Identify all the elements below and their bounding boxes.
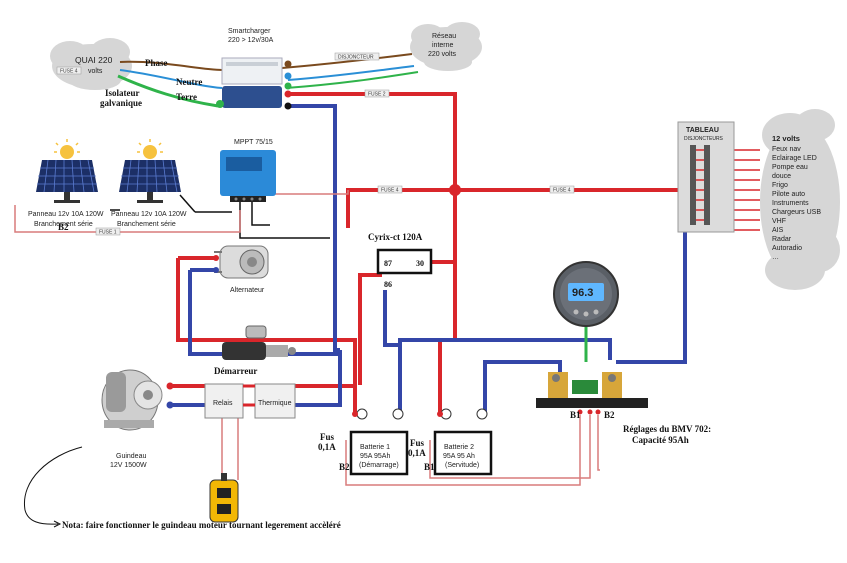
bmv-display: 96.3 — [572, 287, 593, 299]
fuse-quai-label: FUSE 4 — [60, 69, 78, 75]
solar-panel-1 — [36, 139, 98, 203]
cyrix-30-label: 30 — [416, 259, 424, 268]
relais-box — [204, 383, 244, 419]
nota-text: Nota: faire fonctionner le guindeau mote… — [62, 520, 341, 530]
ac-wires — [117, 53, 419, 108]
tableau-label: TABLEAU — [686, 127, 719, 134]
tableau-panel — [677, 121, 735, 233]
bat2-label-1: Batterie 2 — [444, 444, 474, 451]
alternateur — [213, 245, 269, 279]
relais-label: Relais — [213, 400, 233, 407]
guindeau-label-1: Guindeau — [116, 453, 146, 460]
battery-1 — [349, 408, 409, 476]
bmv-settings-label-2: Capacité 95Ah — [632, 435, 689, 445]
guindeau-label-2: 12V 1500W — [110, 462, 147, 469]
alternateur-label: Alternateur — [230, 287, 265, 294]
quai-volts-label: volts — [88, 68, 103, 75]
circuit-item: Radar — [772, 236, 792, 243]
main-junction — [449, 184, 461, 196]
quai-label: QUAI 220 — [75, 55, 113, 65]
tableau-sublabel: DISJONCTEURS — [684, 136, 724, 142]
shunt-b2-label: B2 — [604, 410, 615, 420]
fus-mid-label-2: 0,1A — [408, 448, 426, 458]
thin-wires — [14, 149, 760, 486]
circuit-item: Pilote auto — [772, 191, 805, 198]
circuit-item: Pompe eau — [772, 164, 808, 171]
panel2-label-1: Panneau 12v 10A 120W — [111, 211, 187, 218]
circuits-list: Feux nav Eclairage LED Pompe eau douce F… — [772, 146, 821, 261]
thermique-label: Thermique — [258, 400, 292, 407]
bmv-monitor — [553, 261, 619, 327]
fus-left-label-1: Fus — [320, 432, 335, 442]
panel2-label-2: Branchement série — [117, 221, 176, 228]
bat1-b2-label: B2 — [339, 462, 350, 472]
solar-panel-2 — [119, 139, 181, 203]
isolateur-label-2: galvanique — [100, 98, 142, 108]
mppt-controller — [220, 150, 276, 202]
mppt-label: MPPT 75/15 — [234, 139, 273, 146]
battery-2 — [433, 408, 493, 476]
cyrix-87-label: 87 — [384, 259, 392, 268]
bmv-settings-label-1: Réglages du BMV 702: — [623, 424, 711, 434]
cyrix-label: Cyrix-ct 120A — [368, 232, 423, 242]
panel1-label-2: Branchement série — [34, 221, 93, 228]
panel1-label-1: Panneau 12v 10A 120W — [28, 211, 104, 218]
reseau-cloud — [410, 22, 482, 71]
quai-cloud — [50, 38, 132, 90]
circuit-item: AIS — [772, 227, 784, 234]
circuit-item: Frigo — [772, 182, 788, 189]
bat2-label-2: 95A 95 Ah — [443, 453, 475, 460]
reseau-label-2: interne — [432, 42, 454, 49]
circuit-item: Chargeurs USB — [772, 209, 821, 216]
negative-wires — [173, 104, 687, 415]
demarreur — [222, 325, 296, 360]
disjoncteur-label: DISJONCTEUR — [338, 55, 374, 61]
circuit-item: … — [772, 254, 779, 261]
circuit-item: VHF — [772, 218, 786, 225]
circuits-title: 12 volts — [772, 134, 800, 143]
cyrix-86-label: 86 — [384, 280, 392, 289]
demarreur-label: Démarreur — [214, 366, 257, 376]
isolateur-label-1: Isolateur — [105, 88, 140, 98]
circuit-item: Instruments — [772, 200, 809, 207]
reseau-label-3: 220 volts — [428, 51, 457, 58]
circuits-cloud — [760, 109, 840, 290]
smartcharger-label-1: Smartcharger — [228, 28, 271, 35]
phase-label: Phase — [145, 58, 168, 68]
bat2-b1-label: B1 — [424, 462, 435, 472]
panel-b2-label: B2 — [58, 222, 69, 232]
cyrix-relay — [376, 248, 433, 275]
smartcharger — [216, 57, 292, 110]
shunt-b1-label: B1 — [570, 410, 581, 420]
bat1-label-2: 95A 95Ah — [360, 453, 390, 460]
bat1-label-3: (Démarrage) — [359, 462, 399, 469]
thermique-box — [254, 383, 296, 419]
bat2-label-3: (Servitude) — [445, 462, 479, 469]
bat1-label-1: Batterie 1 — [360, 444, 390, 451]
nota-arrow — [23, 446, 83, 525]
smartcharger-label-2: 220 > 12v/30A — [228, 37, 274, 44]
fuse-4b-label: FUSE 4 — [553, 188, 571, 194]
shunt — [536, 372, 648, 415]
neutre-label: Neutre — [176, 77, 202, 87]
fuse-labels: FUSE 4 FUSE 2 FUSE 4 FUSE 4 FUSE 1 DISJO… — [56, 52, 575, 236]
circuit-item: Eclairage LED — [772, 155, 817, 162]
circuit-item: Feux nav — [772, 146, 801, 153]
fuse-1-label: FUSE 1 — [99, 230, 117, 236]
winch-remote — [209, 473, 239, 523]
reseau-label-1: Réseau — [432, 33, 456, 40]
fus-left-label-2: 0,1A — [318, 442, 336, 452]
terre-label: Terre — [176, 92, 197, 102]
fus-mid-label-1: Fus — [410, 438, 425, 448]
circuit-item: douce — [772, 173, 791, 180]
guindeau-winch — [101, 369, 174, 431]
fuse-4a-label: FUSE 4 — [381, 188, 399, 194]
circuit-item: Autoradio — [772, 245, 802, 252]
fuse-2-label: FUSE 2 — [368, 92, 386, 98]
